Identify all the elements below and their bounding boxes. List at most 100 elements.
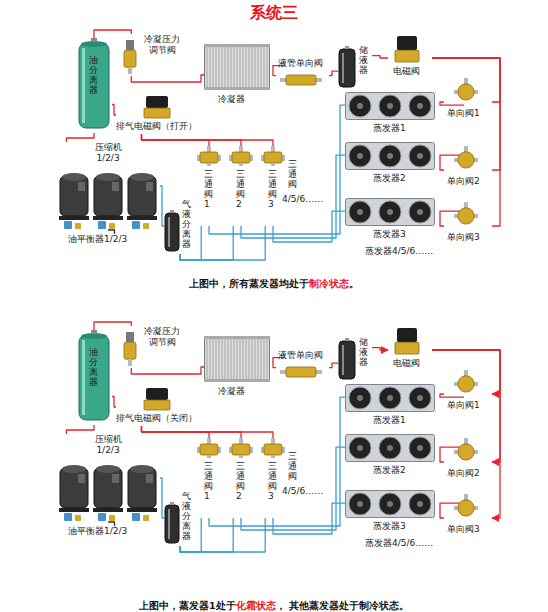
pipe-graphic xyxy=(239,163,243,166)
condenser: 冷凝器 xyxy=(204,336,285,398)
component-label: 单向阀3 xyxy=(447,524,495,535)
pipe-graphic xyxy=(409,387,431,409)
component-label: 气液分离器 xyxy=(182,492,191,541)
caption-highlight: 制冷状态 xyxy=(309,278,349,289)
pipe-graphic xyxy=(458,444,474,460)
pipe-graphic xyxy=(62,173,86,181)
refrigerant-pipe xyxy=(142,134,210,146)
compressor-group: 压缩机 1/2/3 xyxy=(56,434,160,522)
pipe-graphic xyxy=(124,50,136,67)
check-valve: 单向阀3 xyxy=(444,202,492,250)
pipe-graphic xyxy=(130,173,154,181)
suction-pipe xyxy=(273,503,345,534)
pipe-graphic xyxy=(252,339,253,379)
pipe-graphic xyxy=(397,36,417,50)
caption-text: 上图中，所有蒸发器均处于 xyxy=(189,278,309,289)
sol-symbol xyxy=(395,36,419,62)
pipe-graphic xyxy=(379,387,401,409)
pipe-graphic xyxy=(207,455,211,458)
refrigerant-pipe xyxy=(131,367,204,374)
pipe-graphic xyxy=(231,47,232,87)
pipe-graphic xyxy=(280,370,286,374)
oil-balancer: 油平衡器1/2/3 xyxy=(60,526,169,540)
cyl-symbol xyxy=(164,210,180,254)
title-wrapper: 系统三 xyxy=(0,3,548,24)
pipe-graphic xyxy=(91,38,97,42)
pipe-graphic xyxy=(246,339,247,379)
component-label: 油平衡器1/2/3 xyxy=(68,234,177,245)
pipe-graphic xyxy=(146,474,153,483)
pipe-graphic xyxy=(342,345,344,375)
pipe-graphic xyxy=(112,474,119,483)
pipe-graphic xyxy=(234,339,235,379)
pipe-graphic xyxy=(271,455,275,458)
pipe-graphic xyxy=(316,78,322,82)
label-wrapper: 4/5/6…… xyxy=(282,486,323,497)
pipe-graphic xyxy=(216,47,217,87)
check-valve: 单向阀3 xyxy=(444,494,492,542)
pipe-graphic xyxy=(417,395,423,401)
component-label: 排气电磁阀（关闭） xyxy=(116,413,201,424)
refrigerant-pipe xyxy=(112,105,116,116)
pipe-graphic xyxy=(264,47,265,87)
pipe-graphic xyxy=(144,108,170,118)
label-wrapper: 蒸发器4/5/6…… xyxy=(365,246,433,257)
component-label: 三通阀2 xyxy=(236,170,245,210)
comp-symbol xyxy=(56,168,160,230)
pipe-graphic xyxy=(349,201,371,223)
evap-symbol xyxy=(345,434,435,462)
pipe-graphic xyxy=(349,387,371,409)
pipe-graphic xyxy=(229,155,232,161)
component-label: 冷凝压力调节阀 xyxy=(142,34,182,56)
pipe-graphic xyxy=(357,501,363,507)
exp-symbol xyxy=(454,438,478,462)
three-way-valve: 三通阀3 xyxy=(260,146,286,226)
valve-symbol xyxy=(280,366,322,378)
pipe-graphic xyxy=(417,153,423,159)
pipe-graphic xyxy=(379,201,401,223)
pipe-graphic xyxy=(458,152,474,168)
component-label: 单向阀2 xyxy=(447,176,495,187)
caption-text: 上图中，蒸发器1处于 xyxy=(139,600,236,611)
pipe-graphic xyxy=(458,208,474,224)
refrigerant-pipe xyxy=(142,426,210,438)
pipe-graphic xyxy=(346,435,435,462)
pipe-graphic xyxy=(349,437,371,459)
pipe-graphic xyxy=(342,53,344,83)
pipe-graphic xyxy=(458,500,474,516)
pipe-graphic xyxy=(222,47,223,87)
component-label: 单向阀3 xyxy=(447,232,495,243)
component-label: 三通阀3 xyxy=(268,462,277,502)
valve-group-number: 4/5/6…… xyxy=(282,194,323,205)
cond-symbol xyxy=(204,336,270,382)
component-label: 蒸发器1 xyxy=(373,415,492,426)
pipe-graphic xyxy=(282,447,285,453)
three-way-valve: 三通阀1 xyxy=(196,438,222,518)
exp-symbol xyxy=(454,202,478,226)
suction-pipe xyxy=(180,518,265,552)
check-valve: 单向阀1 xyxy=(444,370,492,418)
pipe-graphic xyxy=(417,501,423,507)
tee-symbol xyxy=(229,146,253,166)
refrigerant-pipe xyxy=(432,350,500,518)
caption-text: ， 其他蒸发器处于制冷状态。 xyxy=(276,600,409,611)
three-way-valve: 三通阀3 xyxy=(260,438,286,518)
pipe-graphic xyxy=(96,465,120,473)
pipe-graphic xyxy=(228,339,229,379)
pipe-graphic xyxy=(267,339,268,379)
pipe-graphic xyxy=(387,501,393,507)
pipe-graphic xyxy=(78,474,85,483)
pipe-graphic xyxy=(249,47,250,87)
evap-symbol xyxy=(345,490,435,518)
component-label: 三通阀1 xyxy=(204,462,213,502)
vvalve-symbol xyxy=(120,332,140,366)
oil-separator: 油分离器 xyxy=(76,330,112,425)
pipe-graphic xyxy=(197,447,200,453)
suction-pipe xyxy=(273,211,345,242)
comp-symbol xyxy=(56,460,160,522)
cyl-symbol xyxy=(164,502,180,546)
pipe-graphic xyxy=(255,339,256,379)
pipe-graphic xyxy=(127,508,157,512)
three-way-valve: 三通阀2 xyxy=(228,438,254,518)
suction-pipe xyxy=(241,155,345,238)
